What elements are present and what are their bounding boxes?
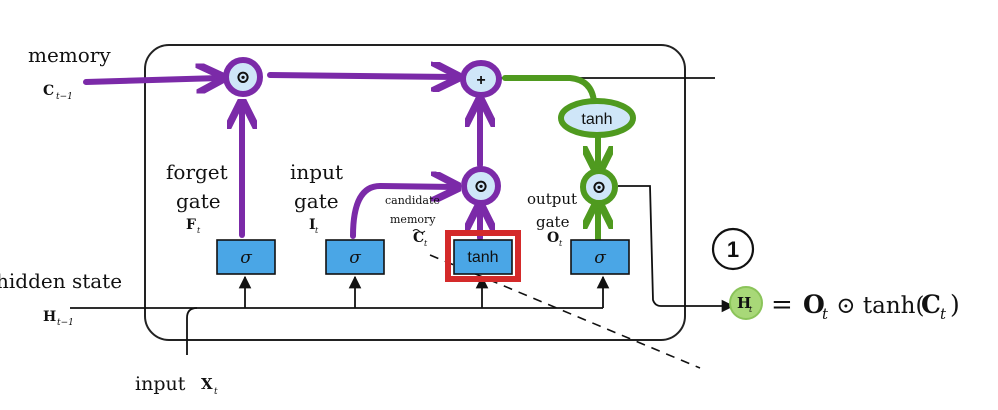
node-output-tanh: tanh bbox=[558, 98, 636, 138]
output-equation: H t = O t ⊙ tanh( C t ) bbox=[729, 286, 960, 323]
c-tilde-subscript: t bbox=[424, 239, 428, 248]
sigma-symbol: σ bbox=[240, 248, 252, 268]
h-prev-subscript: t−1 bbox=[57, 318, 74, 328]
candidate-tanh-box: tanh bbox=[445, 230, 521, 282]
output-gate-box: σ bbox=[570, 239, 630, 275]
plus-symbol: + bbox=[476, 72, 485, 89]
output-gate-label-line1: output bbox=[527, 190, 577, 208]
odot-symbol: ⊙ bbox=[473, 176, 488, 197]
h-prev-label: H bbox=[43, 309, 56, 325]
odot-symbol: ⊙ bbox=[235, 67, 250, 88]
input-gate-label-line2: gate bbox=[294, 189, 339, 213]
input-label: input bbox=[135, 373, 186, 395]
tanh-label: tanh bbox=[467, 249, 498, 266]
eq-equals: = bbox=[771, 290, 801, 320]
output-gate-label-line2: gate bbox=[536, 213, 570, 231]
node-memory-add: + bbox=[460, 60, 502, 98]
c-prev-label: C bbox=[43, 83, 54, 99]
sigma-symbol: σ bbox=[349, 248, 361, 268]
x-subscript: t bbox=[214, 387, 218, 397]
forget-gate-label-line1: forget bbox=[166, 160, 228, 184]
eq-c-label: C bbox=[921, 290, 941, 319]
input-gate-label-line1: input bbox=[290, 160, 343, 184]
forget-gate-box: σ bbox=[216, 239, 276, 275]
candidate-memory-label-line2: memory bbox=[390, 213, 436, 226]
eq-o-subscript: t bbox=[822, 305, 829, 323]
forget-gate-label-line2: gate bbox=[176, 189, 221, 213]
node-forget-multiply: ⊙ bbox=[223, 57, 263, 97]
c-prev-subscript: t−1 bbox=[56, 92, 73, 102]
eq-close-paren: ) bbox=[950, 290, 960, 319]
o-subscript: t bbox=[559, 239, 563, 248]
purple-flows bbox=[83, 75, 480, 241]
sigma-symbol: σ bbox=[594, 248, 606, 268]
eq-h-label: H bbox=[737, 294, 751, 312]
f-subscript: t bbox=[197, 226, 201, 235]
memory-label: memory bbox=[28, 43, 111, 67]
green-flows bbox=[502, 75, 598, 243]
input-gate-box: σ bbox=[325, 239, 385, 275]
eq-odot-tanh: ⊙ tanh( bbox=[829, 293, 924, 319]
candidate-memory-label-line1: candidate bbox=[385, 194, 440, 207]
tanh-label: tanh bbox=[581, 111, 612, 128]
node-output-multiply: ⊙ bbox=[580, 168, 618, 206]
x-label: X bbox=[201, 375, 213, 393]
i-label: I bbox=[309, 217, 316, 233]
node-input-multiply: ⊙ bbox=[461, 166, 501, 206]
tilde-mark bbox=[412, 229, 426, 233]
eq-c-subscript: t bbox=[940, 305, 947, 323]
eq-h-subscript: t bbox=[749, 305, 753, 314]
c-tilde-label: C bbox=[413, 230, 424, 246]
odot-symbol: ⊙ bbox=[591, 177, 606, 198]
hidden-state-label: hidden state bbox=[0, 269, 122, 293]
eq-o-label: O bbox=[803, 290, 825, 319]
f-label: F bbox=[186, 217, 196, 233]
step-badge: 1 bbox=[711, 227, 755, 271]
badge-number: 1 bbox=[727, 237, 739, 262]
i-subscript: t bbox=[315, 226, 319, 235]
lstm-cell-box bbox=[144, 44, 686, 341]
o-label: O bbox=[547, 230, 559, 246]
